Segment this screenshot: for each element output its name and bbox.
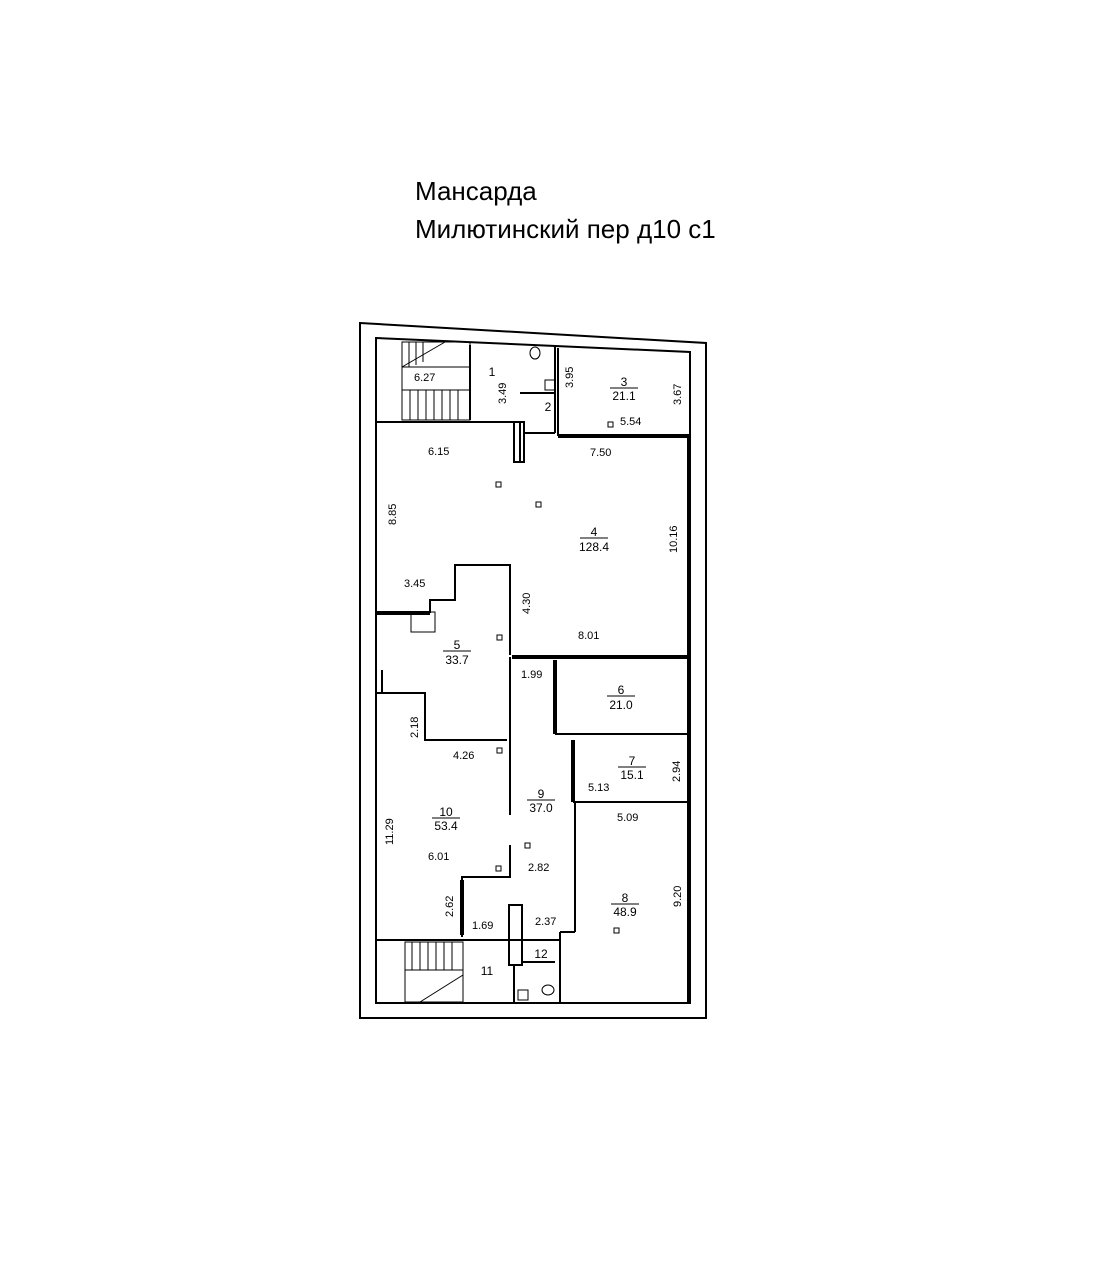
room-1-number: 1 [489,365,496,379]
walls [376,345,690,1003]
staircase-top [401,341,471,421]
room-6-number: 6 [618,683,625,697]
room-12-number: 12 [534,947,548,961]
dim-label: 9.20 [672,886,684,907]
dim-label: 6.01 [428,851,449,863]
dim-label: 2.62 [444,896,456,917]
room-9-area: 37.0 [529,801,553,815]
room-10-number: 10 [439,805,453,819]
dim-label: 2.18 [409,717,421,738]
room-3-area: 21.1 [612,389,636,403]
dim-label: 6.27 [414,372,435,384]
dim-label: 2.94 [671,761,683,782]
room-9-number: 9 [538,787,545,801]
dim-label: 4.26 [453,750,474,762]
dim-label: 5.09 [617,812,638,824]
plan-title: Мансарда [415,176,537,206]
room-5-number: 5 [454,638,461,652]
room-8-area: 48.9 [613,905,637,919]
dim-label: 2.37 [535,916,556,928]
dim-label: 3.95 [564,367,576,388]
room-6-area: 21.0 [609,698,633,712]
dim-label: 11.29 [384,818,396,845]
plan-address: Милютинский пер д10 с1 [415,214,716,244]
dim-label: 8.01 [578,630,599,642]
building-outline [375,336,691,1004]
dim-label: 7.50 [590,447,611,459]
outer-frame [359,321,707,1019]
dim-label: 3.67 [672,384,684,405]
room-5-area: 33.7 [445,653,469,667]
room-4-area: 128.4 [579,540,609,554]
room-11-number: 11 [481,964,494,978]
room-3-number: 3 [621,375,628,389]
dim-label: 2.82 [528,862,549,874]
dim-label: 10.16 [668,525,680,553]
dim-label: 5.54 [620,416,641,428]
dim-label: 5.13 [588,782,609,794]
dim-label: 6.15 [428,446,449,458]
dim-label: 4.30 [521,593,533,614]
dim-label: 3.45 [404,578,425,590]
dim-label: 8.85 [387,504,399,525]
room-4-number: 4 [591,525,598,539]
dim-label: 1.99 [521,669,542,681]
fixtures [495,346,620,1001]
dimension-labels: 6.27 3.49 3.95 3.67 5.54 6.15 7.50 8.85 … [384,367,684,932]
dim-label: 1.69 [472,920,493,932]
room-8-number: 8 [622,891,629,905]
room-2-number: 2 [545,400,552,414]
room-7-number: 7 [629,754,636,768]
staircase-bottom [404,941,464,1003]
room-10-area: 53.4 [434,819,458,833]
dim-label: 3.49 [497,383,509,404]
room-7-area: 15.1 [620,768,644,782]
